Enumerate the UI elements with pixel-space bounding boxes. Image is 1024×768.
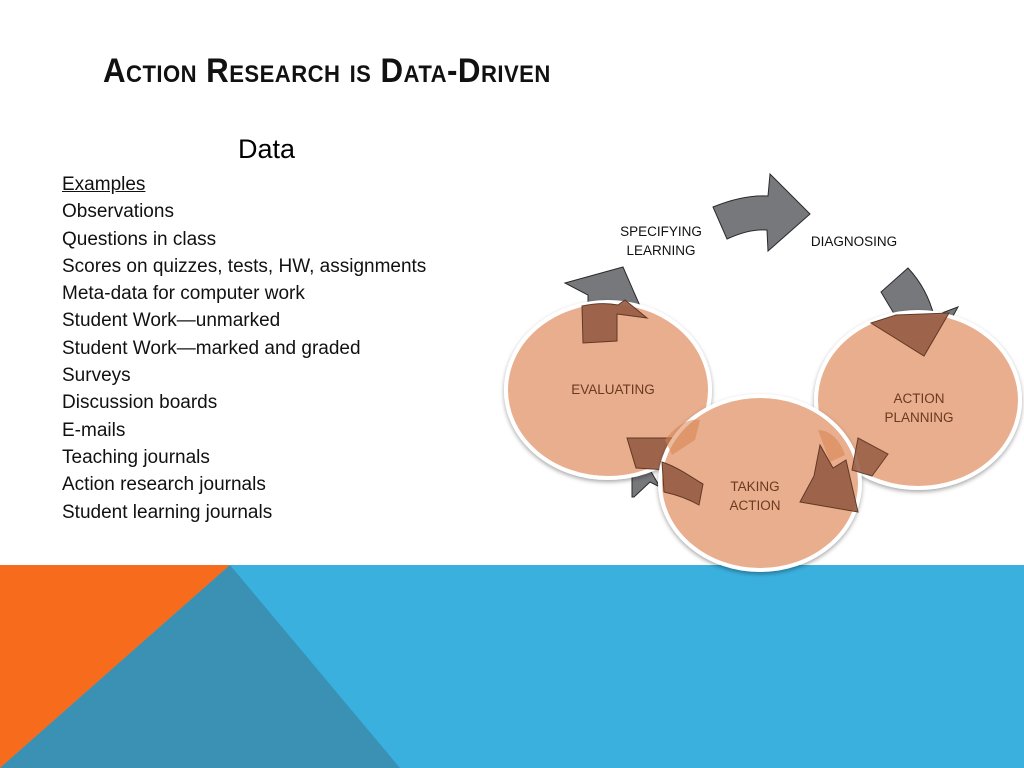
- list-item: Surveys: [62, 365, 131, 387]
- list-item: Observations: [62, 201, 174, 223]
- list-item: Meta-data for computer work: [62, 283, 305, 305]
- curved-arrow-icon: [661, 461, 704, 506]
- slide-title: Action Research is Data-Driven: [103, 52, 551, 90]
- curved-arrow-icon: [581, 299, 649, 344]
- stage-label-specifying-learning: SPECIFYING LEARNING: [620, 222, 702, 260]
- examples-label: Examples: [62, 174, 146, 195]
- list-item: Action research journals: [62, 474, 266, 496]
- curved-arrow-icon: [712, 172, 811, 253]
- stage-label-line: SPECIFYING: [620, 224, 702, 239]
- stage-label-line: ACTION: [729, 498, 781, 513]
- list-item: Student Work—unmarked: [62, 310, 281, 332]
- stage-label-line: LEARNING: [626, 243, 696, 258]
- curved-arrow-icon: [799, 443, 859, 513]
- stage-label-evaluating: EVALUATING: [571, 380, 655, 399]
- stage-label-line: PLANNING: [884, 410, 954, 425]
- list-item: Student learning journals: [62, 501, 273, 523]
- list-item: Student Work—marked and graded: [62, 337, 361, 359]
- curved-arrow-icon: [851, 437, 889, 477]
- stage-label-line: TAKING: [730, 479, 780, 494]
- stage-label-action-planning: ACTION PLANNING: [884, 389, 953, 427]
- stage-label-taking-action: TAKING ACTION: [729, 477, 780, 515]
- stage-label-line: ACTION: [893, 391, 945, 406]
- list-item: Teaching journals: [62, 446, 210, 468]
- stage-label-line: DIAGNOSING: [810, 234, 898, 249]
- stage-circle-evaluating: [504, 300, 712, 480]
- list-item: Scores on quizzes, tests, HW, assignment…: [62, 255, 427, 277]
- list-item: E-mails: [62, 419, 126, 441]
- stage-label-line: EVALUATING: [571, 382, 655, 397]
- stage-circle-taking-action: [658, 394, 862, 572]
- curved-arrow-icon: [869, 312, 950, 357]
- data-heading: Data: [238, 134, 296, 164]
- examples-list: Examples Observations Questions in class…: [62, 171, 426, 526]
- stage-label-diagnosing: DIAGNOSING: [811, 232, 897, 251]
- list-item: Discussion boards: [62, 392, 218, 414]
- list-item: Questions in class: [62, 228, 217, 250]
